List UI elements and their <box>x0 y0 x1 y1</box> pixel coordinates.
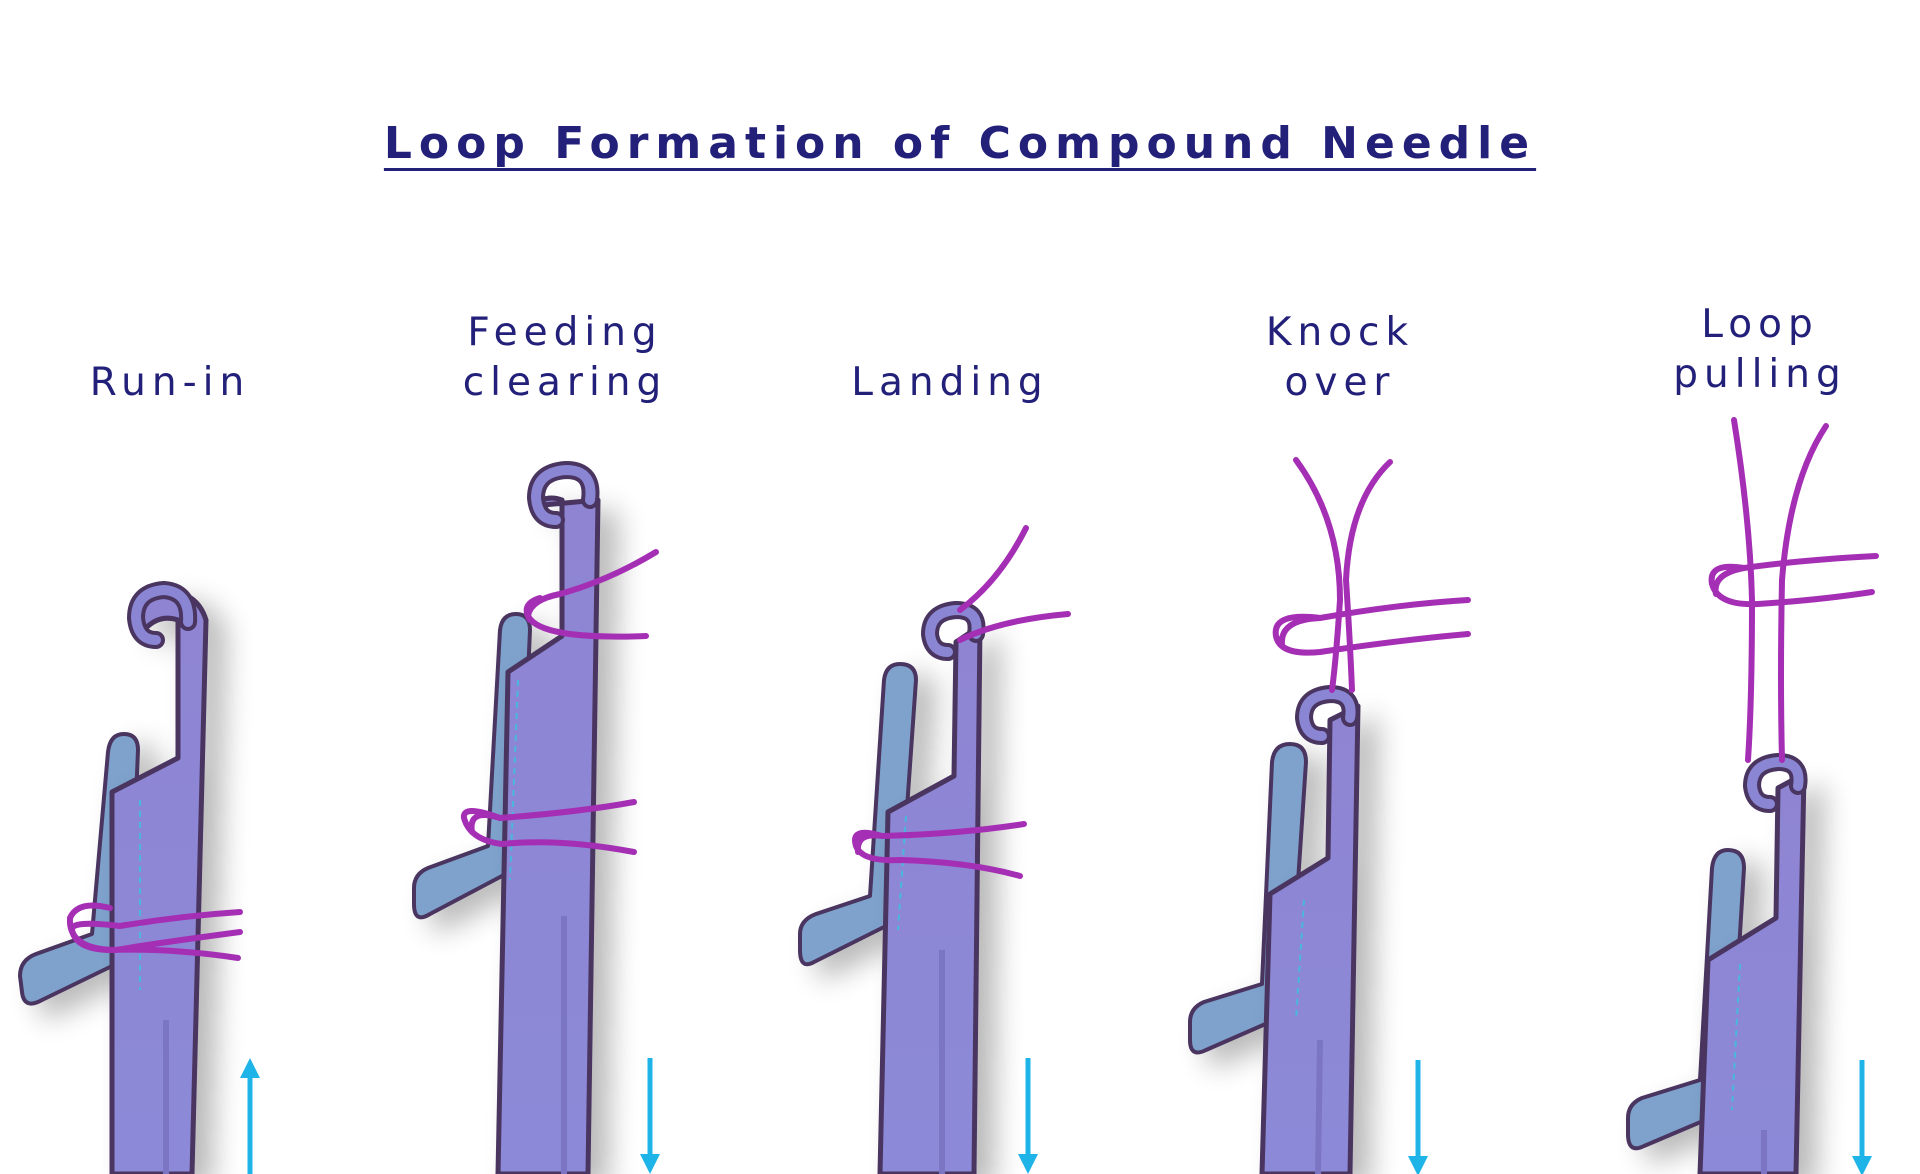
stage-label-run-in: Run-in <box>89 360 251 405</box>
diagram-title: Loop Formation of Compound Needle <box>383 118 1537 169</box>
needle-stem <box>109 589 209 1174</box>
yarn-old-loop <box>1731 417 1829 763</box>
stage-run-in <box>18 580 260 1174</box>
yarn-top <box>957 525 1071 643</box>
yarn-loop-left <box>66 902 115 953</box>
stage-label-feeding-clearing: Feeding clearing <box>462 310 668 405</box>
yarn-new-loop <box>1708 553 1879 608</box>
yarn-top <box>523 549 659 640</box>
needle-stem <box>1697 771 1807 1174</box>
needle-stem <box>1259 703 1361 1174</box>
stage-label-loop-pulling: Loop pulling <box>1673 302 1847 397</box>
yarn-loop <box>460 799 637 855</box>
stage-label-knock-over: Knock over <box>1265 310 1415 405</box>
yarn-new-loop <box>1272 597 1471 656</box>
yarn-loop <box>852 821 1027 879</box>
stage-knock-over <box>1188 457 1471 1174</box>
needle-stem <box>495 495 601 1174</box>
yarn-old-loop <box>1293 457 1393 693</box>
stage-feeding-clearing <box>412 460 660 1174</box>
stage-landing <box>798 525 1071 1174</box>
needle-stem <box>877 623 983 1174</box>
stage-loop-pulling <box>1626 417 1879 1174</box>
stage-label-landing: Landing <box>851 360 1049 405</box>
